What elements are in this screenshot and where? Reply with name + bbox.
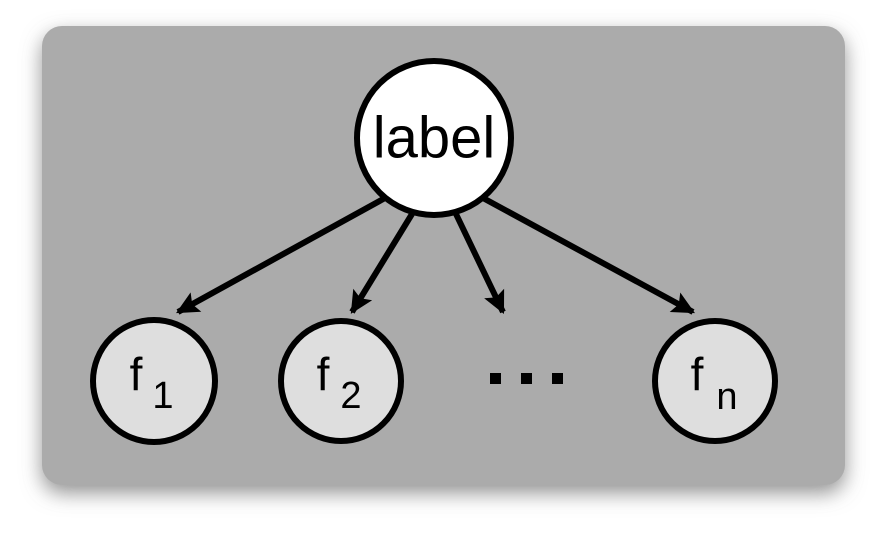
node-label-text: label <box>373 106 496 171</box>
node-fn-base-text: f <box>691 348 704 400</box>
node-label-circle[interactable] <box>354 58 514 218</box>
edge-label-to-f2 <box>349 212 415 314</box>
panel-surface <box>42 26 845 485</box>
ellipsis-dot-3 <box>552 373 563 384</box>
node-label[interactable]: label <box>354 58 514 218</box>
edge-label-to-ellipsis <box>453 212 506 315</box>
node-f2-base-text: f <box>317 348 330 400</box>
diagram-panel <box>42 26 845 485</box>
node-f1-circle[interactable] <box>90 317 218 445</box>
node-fn-circle[interactable] <box>652 318 778 444</box>
node-f1[interactable]: f 1 <box>90 317 218 445</box>
edge-label-to-fn <box>481 195 695 315</box>
node-f2[interactable]: f 2 <box>278 318 404 444</box>
ellipsis-group <box>490 373 563 384</box>
node-f2-subscript-text: 2 <box>340 375 361 417</box>
edge-label-to-f1 <box>176 195 387 315</box>
graph-edges <box>176 195 695 315</box>
node-f2-circle[interactable] <box>278 318 404 444</box>
ellipsis-dot-1 <box>490 373 501 384</box>
node-f1-subscript-text: 1 <box>152 375 173 417</box>
node-f1-base-text: f <box>130 348 143 400</box>
node-fn-subscript-text: n <box>716 376 737 418</box>
node-fn[interactable]: f n <box>652 318 778 444</box>
ellipsis-dot-2 <box>521 373 532 384</box>
